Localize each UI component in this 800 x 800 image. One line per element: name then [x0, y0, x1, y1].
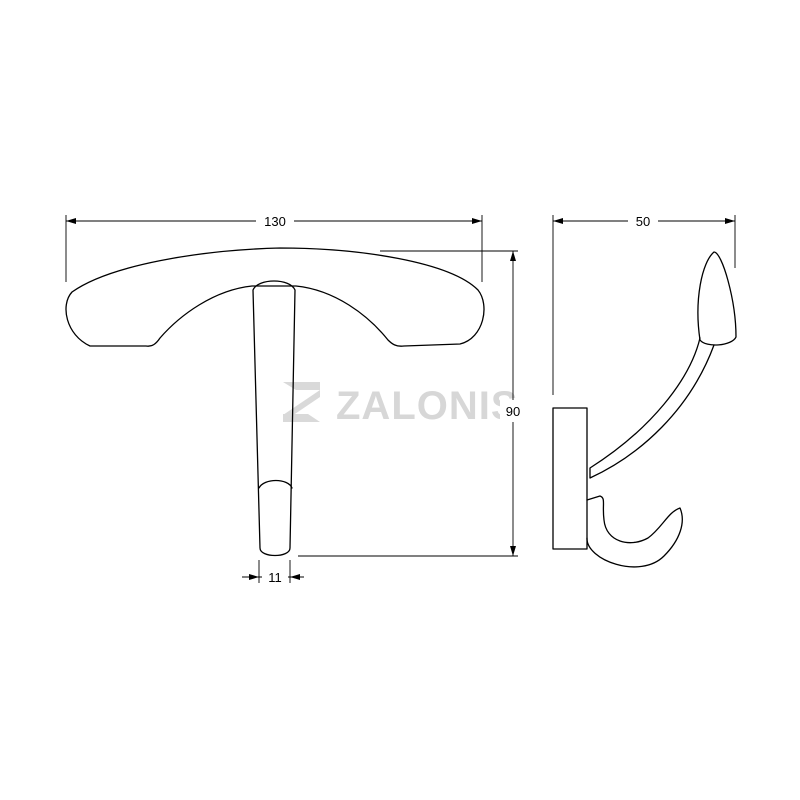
hook-tip: [697, 251, 737, 346]
side-view: [552, 251, 737, 568]
dimension-width-label: 130: [264, 214, 286, 229]
crossbar-outline: [65, 247, 485, 347]
dimension-stem-width: 11: [242, 560, 304, 586]
dimension-height: 90: [298, 250, 526, 557]
watermark-text: ZALONIS: [336, 384, 519, 428]
stem-outline: [252, 280, 296, 557]
watermark: ZALONIS: [283, 382, 519, 428]
wall-plate: [552, 407, 588, 550]
hook-arm: [589, 337, 715, 479]
watermark-logo-icon: [283, 382, 320, 422]
dimension-width: 130: [65, 210, 483, 282]
stem-tip-outline: [258, 479, 293, 489]
dimension-height-label: 90: [506, 404, 520, 419]
front-view: [65, 247, 485, 557]
dimension-stem-width-label: 11: [268, 570, 282, 585]
hook-lower: [586, 495, 683, 568]
dimension-depth-label: 50: [636, 214, 650, 229]
dimension-depth: 50: [552, 210, 736, 395]
